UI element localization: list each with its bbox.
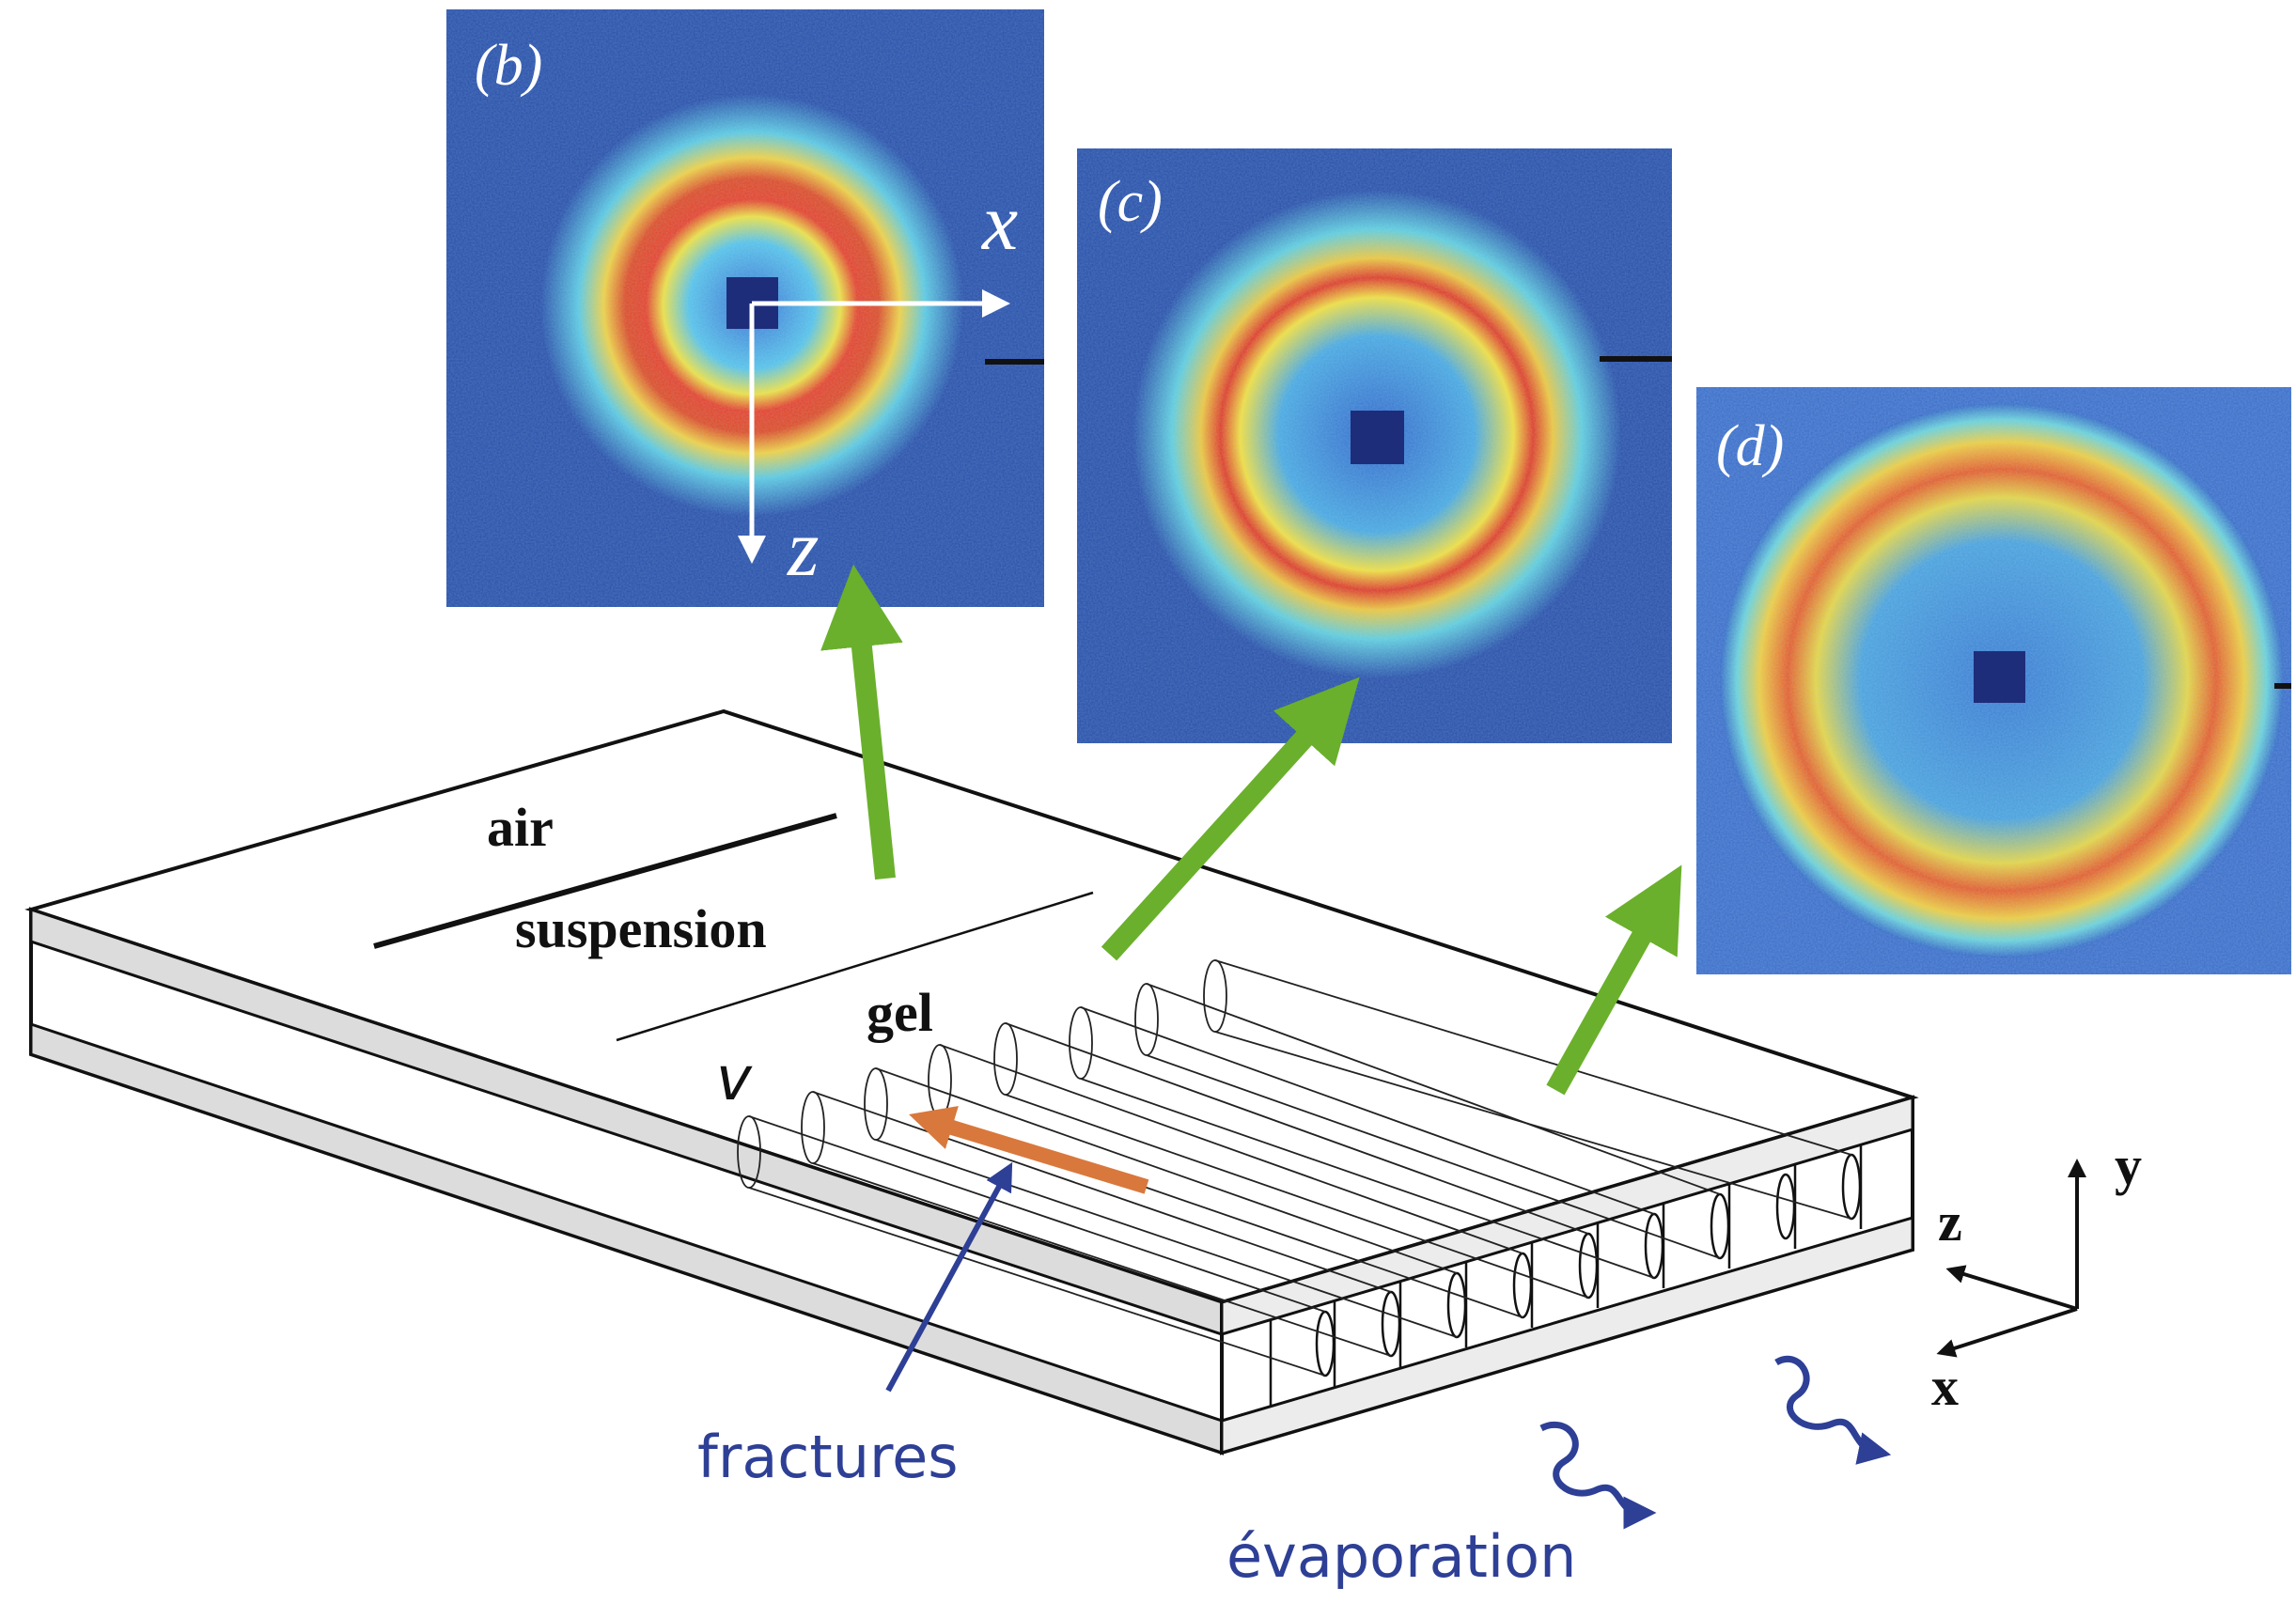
saxs-panel-b: x z (b) — [446, 9, 1044, 607]
fracture-tubes — [737, 959, 1852, 1377]
evaporation-label: évaporation — [1226, 1522, 1576, 1591]
cell-end-glass-top — [1220, 1095, 1914, 1337]
axis-x-label: x — [980, 177, 1018, 267]
triad-z-label: z — [1938, 1191, 1962, 1253]
evaporation-wave-1 — [1539, 1421, 1657, 1530]
saxs-panel-c: (c) — [1077, 148, 1672, 743]
green-arrow-to-b — [820, 564, 903, 880]
saxs-panel-d: (d) — [1696, 387, 2291, 974]
panel-b-label: (b) — [475, 34, 542, 98]
evaporation-wave-2 — [1774, 1355, 1892, 1465]
suspension-label: suspension — [515, 898, 767, 959]
fractures-label: fractures — [697, 1423, 959, 1491]
suspension-gel-front — [616, 891, 1094, 1042]
gel-label: gel — [867, 982, 933, 1043]
velocity-label: v — [716, 1045, 753, 1114]
velocity-arrow — [909, 1106, 1149, 1194]
axis-z-label: z — [787, 503, 819, 593]
green-arrow-to-c — [1101, 677, 1360, 961]
sample-cell — [24, 708, 1919, 1455]
cell-end-glass-bottom — [1220, 1215, 1914, 1455]
air-label: air — [487, 797, 554, 858]
panel-d-label: (d) — [1716, 414, 1784, 478]
green-arrow-to-d — [1546, 864, 1682, 1096]
triad-y-label: y — [2115, 1135, 2142, 1196]
air-suspension-front — [373, 813, 837, 949]
beamstop-d — [1974, 651, 2025, 703]
triad-x-label: x — [1931, 1356, 1959, 1417]
coordinate-triad — [1936, 1159, 2086, 1358]
panel-c-label: (c) — [1098, 170, 1163, 234]
beamstop-c — [1351, 411, 1404, 464]
fractures-arrow — [885, 1161, 1013, 1393]
